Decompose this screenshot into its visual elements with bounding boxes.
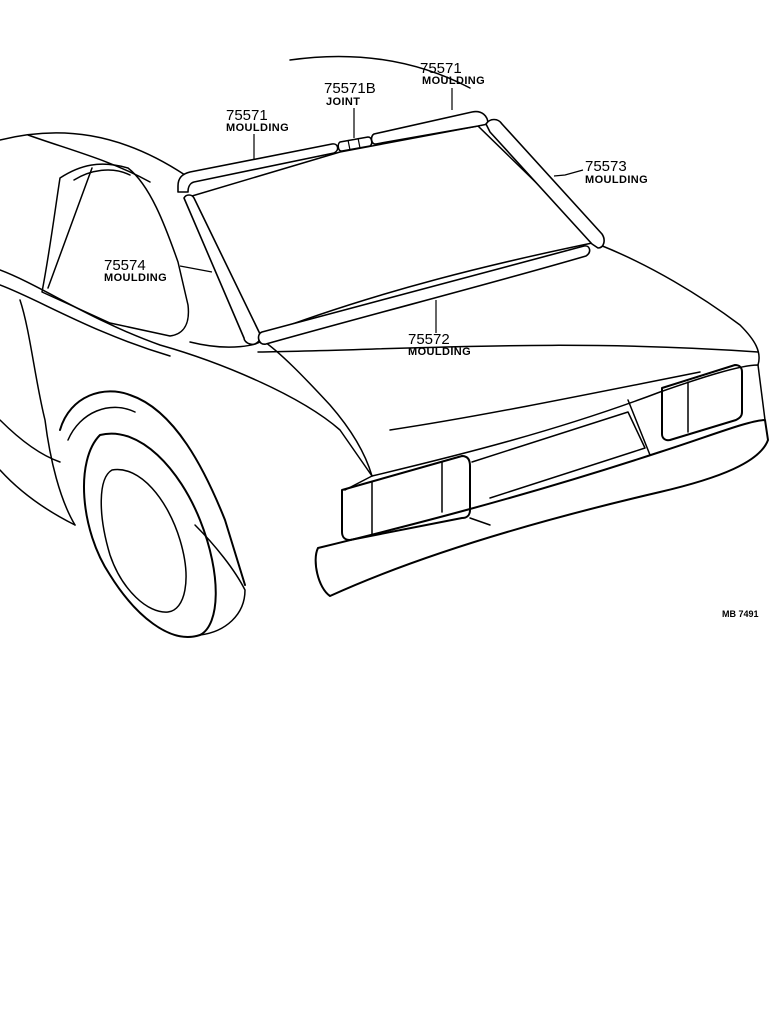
part-name: JOINT xyxy=(326,96,360,108)
part-name: MOULDING xyxy=(585,174,648,186)
drawing-code: MB 7491 xyxy=(722,609,759,619)
part-number: 75571 xyxy=(226,107,268,124)
part-number: 75574 xyxy=(104,257,146,274)
callout-75574: 75574 MOULDING xyxy=(104,257,167,284)
leader-lines xyxy=(179,88,584,333)
callout-75572: 75572 MOULDING xyxy=(408,331,471,358)
joint-75571b xyxy=(337,136,373,152)
moulding-75571-left xyxy=(177,143,339,193)
callout-75571-right: 75571 MOULDING xyxy=(420,60,485,87)
part-name: MOULDING xyxy=(408,346,471,358)
callout-75573: 75573 MOULDING xyxy=(585,158,648,186)
part-name: MOULDING xyxy=(226,122,289,134)
callout-75571-left: 75571 MOULDING xyxy=(226,107,289,134)
part-name: MOULDING xyxy=(422,75,485,87)
part-number: 75571 xyxy=(420,60,462,77)
moulding-75573 xyxy=(485,118,605,249)
car-body xyxy=(0,55,769,638)
part-number: 75571B xyxy=(324,80,376,97)
moulding-75571-right xyxy=(370,110,489,145)
part-name: MOULDING xyxy=(104,272,167,284)
part-number: 75573 xyxy=(585,158,627,175)
callout-75571b: 75571B JOINT xyxy=(324,80,376,108)
part-number: 75572 xyxy=(408,331,450,348)
moulding-75572 xyxy=(257,245,591,345)
moulding-75574 xyxy=(183,194,262,346)
